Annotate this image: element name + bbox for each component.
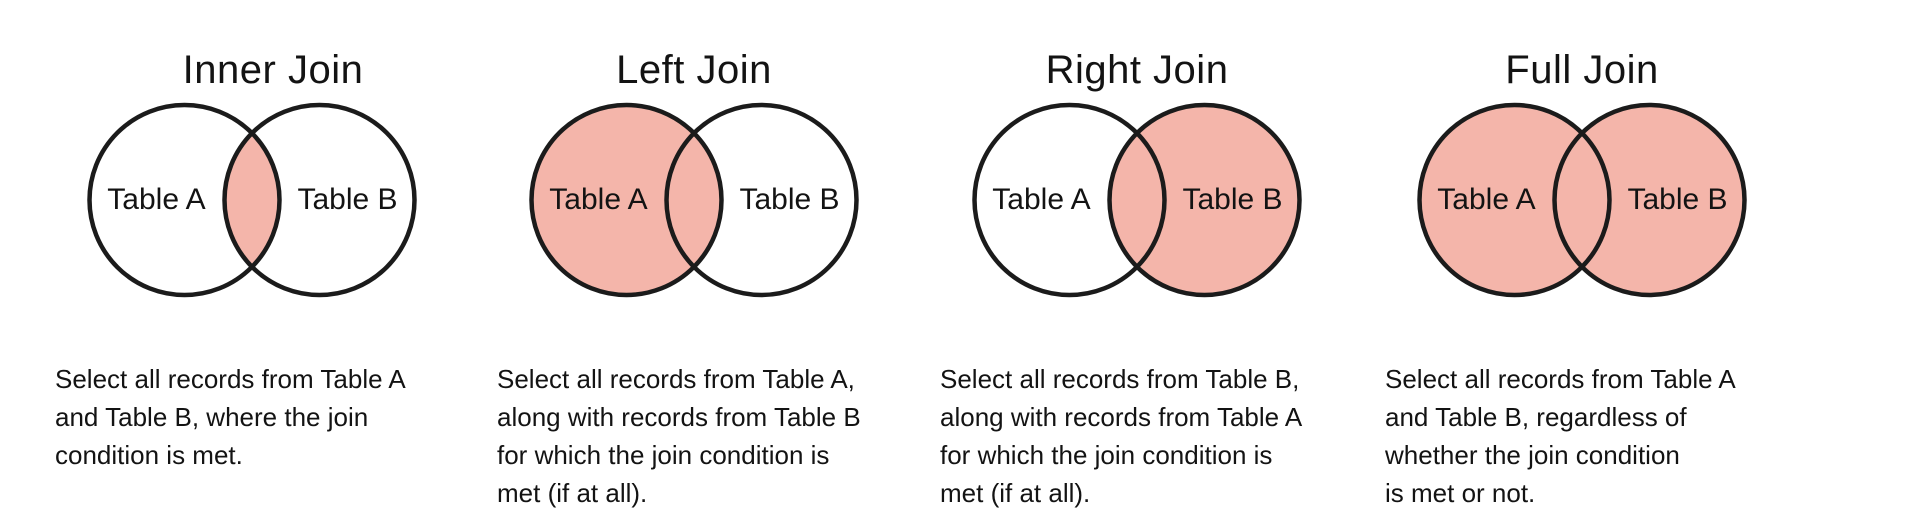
table-a-label: Table A [1437, 183, 1536, 216]
venn-diagram-left: Table A Table B [529, 100, 859, 300]
join-column-right: Right Join Table A Table B Select all re… [940, 0, 1370, 531]
join-description: Select all records from Table A, along w… [497, 364, 861, 508]
join-column-left: Left Join Table A Table B Select all rec… [497, 0, 927, 531]
venn-circles [529, 102, 859, 298]
venn-diagram-inner: Table A Table B [87, 100, 417, 300]
table-a-label: Table A [107, 183, 206, 216]
table-b-label: Table B [739, 183, 840, 216]
join-column-full: Full Join Table A Table B Select all rec… [1385, 0, 1815, 531]
join-description: Select all records from Table B, along w… [940, 364, 1303, 508]
table-a-label: Table A [549, 183, 648, 216]
venn-circles [972, 102, 1302, 298]
table-b-label: Table B [1627, 183, 1728, 216]
venn-diagram-full: Table A Table B [1417, 100, 1747, 300]
join-column-inner: Inner Join Table A Table B Select all re… [55, 0, 485, 531]
join-description: Select all records from Table A and Tabl… [1385, 364, 1736, 508]
venn-circles [87, 102, 417, 298]
table-a-label: Table A [992, 183, 1091, 216]
join-title: Full Join [1505, 48, 1659, 92]
join-title: Right Join [1045, 48, 1229, 92]
table-b-label: Table B [1182, 183, 1283, 216]
join-title: Inner Join [182, 48, 364, 92]
join-title: Left Join [616, 48, 772, 92]
table-b-label: Table B [297, 183, 398, 216]
venn-circles [1417, 102, 1747, 298]
venn-diagram-right: Table A Table B [972, 100, 1302, 300]
join-description: Select all records from Table A and Tabl… [55, 364, 406, 470]
